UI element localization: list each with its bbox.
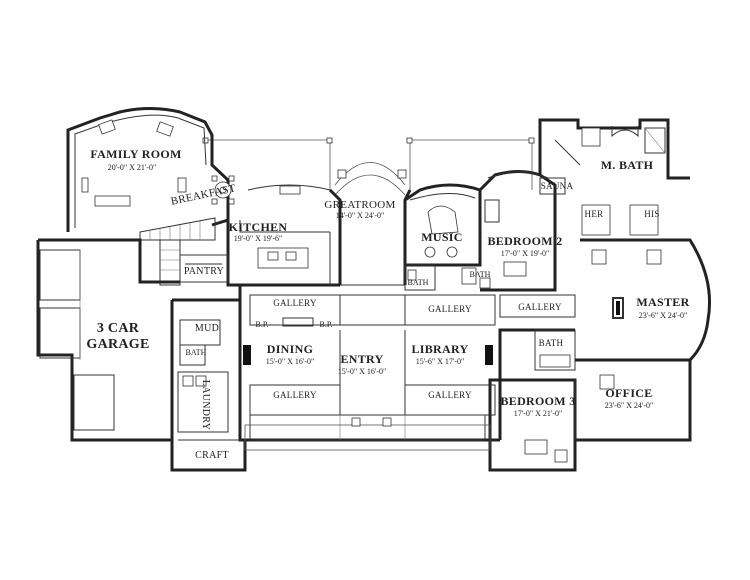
bath-library [534, 329, 576, 371]
dims-master: 23'-6" X 24'-0" [639, 311, 688, 320]
dims-library: 15'-6" X 17'-0" [416, 357, 465, 366]
music-room [404, 183, 482, 267]
label-gallery-kitchen: GALLERY [273, 298, 317, 308]
family-room [66, 107, 230, 232]
label-bp-right: B.P. [320, 320, 333, 329]
label-library: LIBRARY [411, 342, 468, 356]
label-bath-bed3: BATH [539, 338, 564, 348]
label-gallery-bed2: GALLERY [518, 302, 562, 312]
label-her: HER [585, 209, 604, 219]
master-bedroom [580, 238, 712, 362]
label-garage-2: GARAGE [86, 337, 149, 352]
office [574, 358, 692, 442]
label-gallery-dining: GALLERY [273, 390, 317, 400]
bedroom-2 [461, 170, 557, 292]
bath-music [404, 264, 436, 291]
label-gallery-library: GALLERY [428, 390, 472, 400]
dims-greatroom: 14'-0" X 24'-0" [336, 211, 385, 220]
label-bp-left: B.P. [256, 320, 269, 329]
label-bath-small: BATH [470, 270, 491, 279]
label-pantry: PANTRY [184, 266, 224, 277]
label-sauna: SAUNA [541, 181, 574, 191]
label-dining: DINING [267, 342, 313, 356]
kitchen [226, 184, 340, 287]
dims-entry: 15'-0" X 16'-0" [338, 367, 387, 376]
label-music: MUSIC [421, 230, 463, 244]
garage [36, 238, 180, 442]
breakfast-area [211, 175, 235, 205]
dims-kitchen: 19'-0" X 19'-6" [234, 234, 283, 243]
galleries [249, 294, 576, 416]
laundry-mud [170, 298, 247, 472]
label-master: MASTER [636, 295, 689, 309]
label-bedroom2: BEDROOM 2 [487, 234, 562, 248]
label-office: OFFICE [605, 386, 652, 400]
label-gallery-music: GALLERY [428, 304, 472, 314]
master-bath [538, 118, 690, 236]
label-family-room: FAMILY ROOM [90, 147, 181, 161]
label-garage-1: 3 CAR [97, 321, 140, 336]
label-craft: CRAFT [195, 450, 229, 461]
dims-dining: 15'-0" X 16'-0" [266, 357, 315, 366]
dims-bedroom2: 17'-0" X 19'-0" [501, 249, 550, 258]
label-mbath: M. BATH [601, 158, 654, 172]
label-mud: MUD [195, 323, 219, 334]
label-his: HIS [644, 209, 659, 219]
label-greatroom: GREATROOM [324, 199, 395, 211]
pantry [179, 254, 229, 283]
label-entry: ENTRY [340, 352, 383, 366]
main-stair [139, 217, 216, 286]
label-bath-music: BATH [408, 278, 429, 287]
label-bedroom3: BEDROOM 3 [500, 394, 575, 408]
dims-family-room: 20'-0" X 21'-0" [108, 163, 157, 172]
label-kitchen: KITCHEN [229, 220, 288, 234]
front-porch [244, 417, 491, 451]
label-laundry: LAUNDRY [200, 380, 211, 430]
label-bath-mud: BATH [186, 348, 207, 357]
dims-office: 23'-6" X 24'-0" [605, 401, 654, 410]
greatroom [328, 169, 412, 286]
dims-bedroom3: 17'-0" X 21'-0" [514, 409, 563, 418]
